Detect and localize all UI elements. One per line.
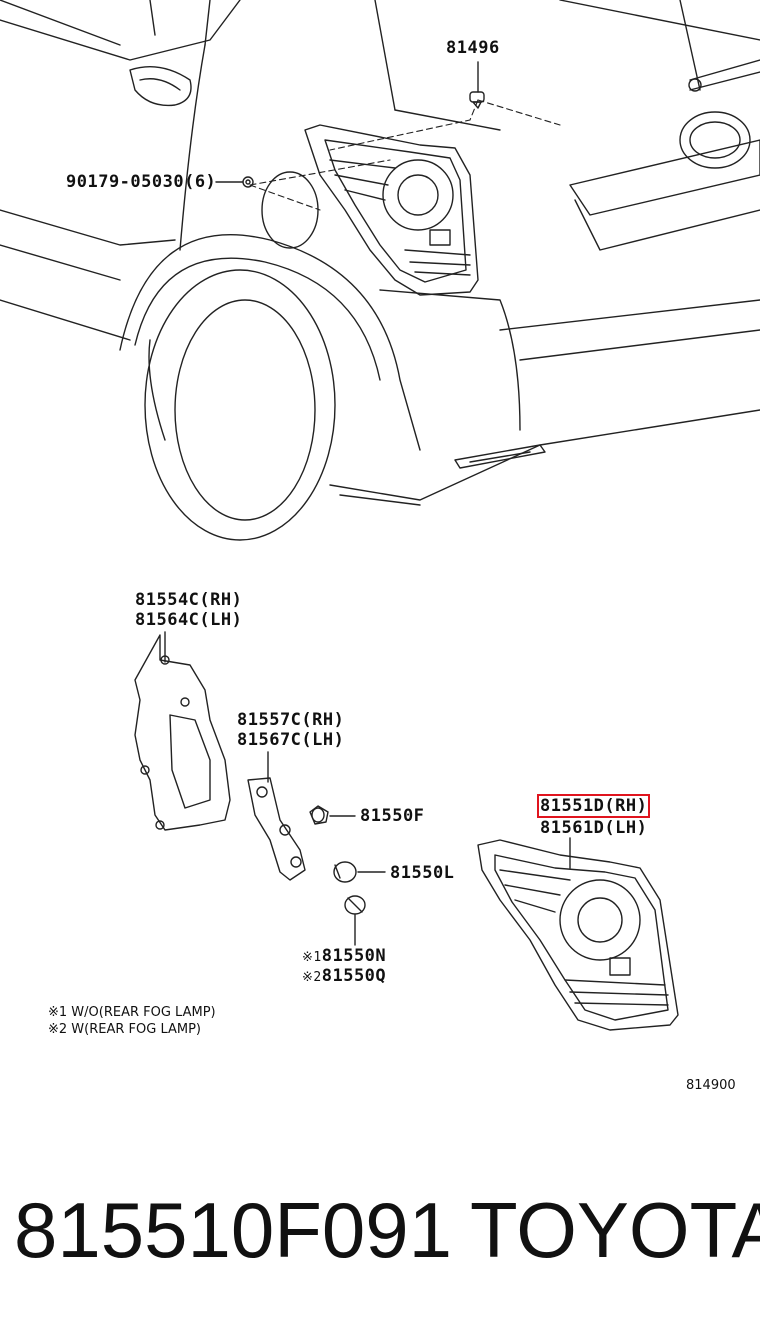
footnote-1: ※1 W/O(REAR FOG LAMP) (48, 1005, 216, 1020)
brand-title: TOYOTA (470, 1186, 760, 1274)
diagram-code: 814900 (686, 1078, 736, 1093)
upper-leader-lines (249, 99, 561, 211)
note-mark-1: ※1 (302, 950, 322, 965)
tail-lamp-assembly (477, 839, 679, 1031)
part-number-title: 815510F091 (14, 1186, 453, 1274)
note-mark-2: ※2 (302, 970, 322, 985)
bulb-81550l (333, 861, 357, 883)
label-81550n-text: 81550N (321, 946, 387, 966)
label-81550n: ※181550N (302, 946, 386, 968)
footnote-2: ※2 W(REAR FOG LAMP) (48, 1022, 202, 1037)
label-81561d-lh: 81561D(LH) (540, 818, 648, 838)
label-81551d-rh[interactable]: 81551D(RH) (537, 794, 651, 818)
label-90179-05030: 90179-05030(6) (66, 172, 217, 192)
label-81550q: ※281550Q (302, 966, 386, 988)
bulb-81550f (309, 805, 329, 825)
screw-90179 (242, 176, 254, 188)
socket-81557c (247, 777, 306, 881)
label-81550l: 81550L (390, 863, 455, 883)
label-81567c-lh: 81567C(LH) (237, 730, 345, 750)
label-81564c-lh: 81564C(LH) (135, 610, 243, 630)
label-81557c-rh: 81557C(RH) (237, 710, 345, 730)
parts-diagram (0, 0, 760, 1031)
footer: 815510F091 TOYOTA (0, 1185, 760, 1285)
gasket-81554c (134, 634, 231, 831)
car-body-outline (0, 0, 760, 541)
tail-lamp-installed (304, 124, 479, 296)
label-81550f: 81550F (360, 806, 425, 826)
clip-81496 (469, 91, 485, 109)
label-81550q-text: 81550Q (321, 966, 387, 986)
highlighted-part-number[interactable]: 81551D(RH) (537, 794, 651, 818)
label-81496: 81496 (446, 38, 500, 58)
label-81554c-rh: 81554C(RH) (135, 590, 243, 610)
bulb-81550n (344, 895, 366, 915)
